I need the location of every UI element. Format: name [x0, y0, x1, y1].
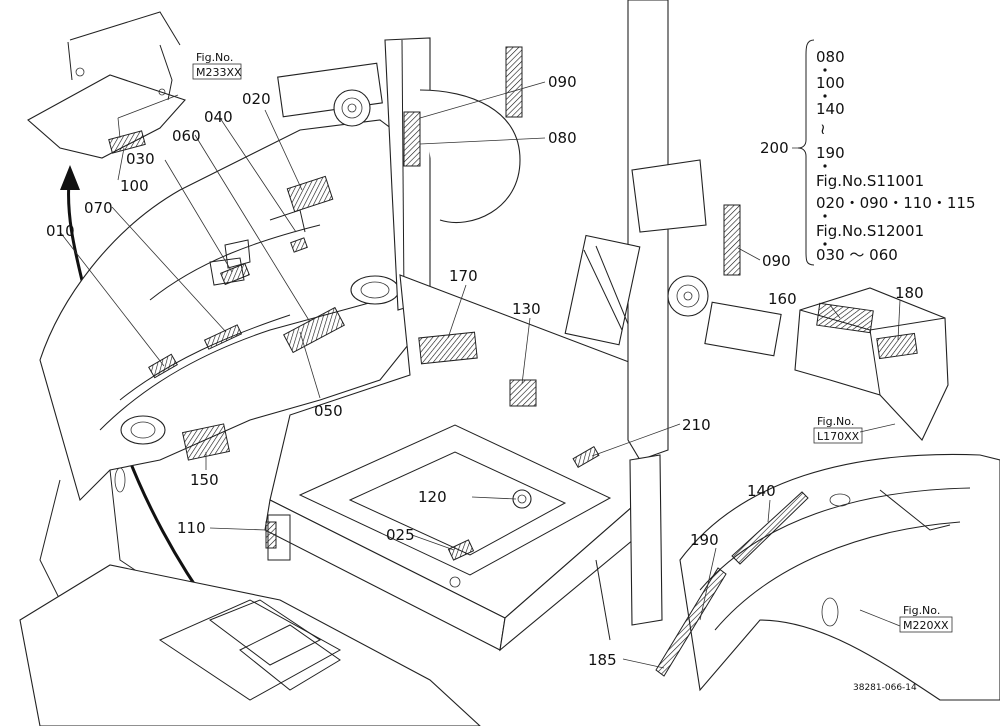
callout-040: 040 [204, 108, 233, 126]
callout-140: 140 [747, 482, 776, 500]
callout-160: 160 [768, 290, 797, 308]
callout-170: 170 [449, 267, 478, 285]
arrowhead-icon [60, 165, 80, 190]
callout-020: 020 [242, 90, 271, 108]
callout-070: 070 [84, 199, 113, 217]
callout-030: 030 [126, 150, 155, 168]
callout-100: 100 [120, 177, 149, 195]
top-left-panel [27, 11, 186, 159]
callout-025: 025 [386, 526, 415, 544]
callout-050: 050 [314, 402, 343, 420]
legend-s12001-parts: 030 ～ 060 [816, 246, 898, 264]
legend-fig-s11001: Fig.No.S11001 [816, 172, 924, 190]
leader-lines [59, 81, 901, 669]
legend-dot [823, 68, 827, 72]
ref-l170-line2: L170XX [817, 430, 860, 443]
ref-m220-line2: M220XX [903, 619, 949, 632]
legend-140: 140 [816, 100, 845, 118]
callout-110: 110 [177, 519, 206, 537]
callout-090-top: 090 [548, 73, 577, 91]
legend-080: 080 [816, 48, 845, 66]
ref-m233-line2: M233XX [196, 66, 242, 79]
legend-dot [823, 214, 827, 218]
legend-fig-s12001: Fig.No.S12001 [816, 222, 924, 240]
center-post [564, 0, 782, 626]
legend-190: 190 [816, 144, 845, 162]
floor-platform [264, 274, 651, 652]
legend-bracket [792, 39, 815, 266]
callout-210: 210 [682, 416, 711, 434]
drawing-code: 38281-066-14 [853, 683, 917, 693]
callout-090-right: 090 [762, 252, 791, 270]
legend-dot [823, 94, 827, 98]
callout-080: 080 [548, 129, 577, 147]
legend-dot [823, 242, 827, 246]
legend-dot [823, 164, 827, 168]
ref-m220-line1: Fig.No. [903, 604, 940, 617]
lower-floor-plate [19, 564, 481, 726]
callout-150: 150 [190, 471, 219, 489]
callout-190: 190 [690, 531, 719, 549]
legend-s11001-parts: 020・090・110・115 [816, 194, 976, 212]
legend-tilde: ≀ [820, 120, 826, 138]
ref-l170-line1: Fig.No. [817, 415, 854, 428]
right-cover [794, 287, 949, 441]
callout-120: 120 [418, 488, 447, 506]
ref-m233-box [192, 63, 242, 80]
callout-010: 010 [46, 222, 75, 240]
left-console [39, 119, 431, 611]
callout-200: 200 [760, 139, 789, 157]
ref-m233-line1: Fig.No. [196, 51, 233, 64]
callout-185: 185 [588, 651, 617, 669]
ref-m220-box [899, 616, 953, 633]
rear-posts [277, 37, 523, 311]
ref-l170-box [813, 427, 863, 444]
callout-060: 060 [172, 127, 201, 145]
right-fender [595, 453, 1000, 701]
callout-180: 180 [895, 284, 924, 302]
legend-100: 100 [816, 74, 845, 92]
callout-130: 130 [512, 300, 541, 318]
